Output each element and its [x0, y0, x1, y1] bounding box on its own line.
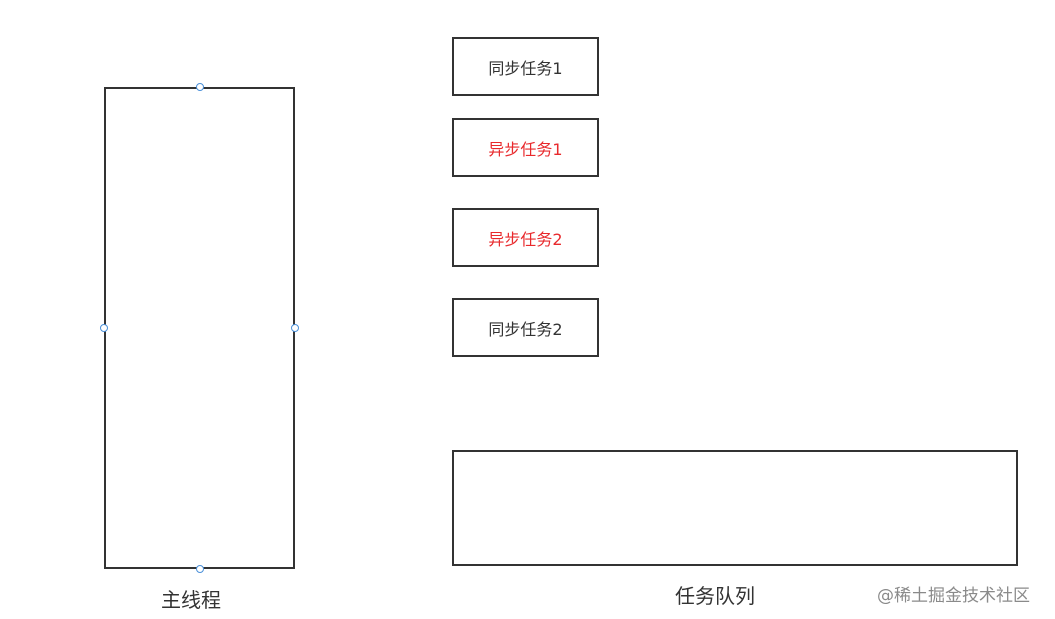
main-thread-label: 主线程: [161, 588, 221, 612]
selection-handle-top[interactable]: [196, 83, 204, 91]
task-box-sync-1[interactable]: 同步任务1: [452, 37, 599, 96]
task-label: 异步任务1: [488, 139, 563, 159]
selection-handle-right[interactable]: [291, 324, 299, 332]
task-label: 同步任务1: [488, 58, 563, 78]
task-box-sync-2[interactable]: 同步任务2: [452, 298, 599, 357]
selection-handle-bottom[interactable]: [196, 565, 204, 573]
selection-handle-left[interactable]: [100, 324, 108, 332]
task-queue-box[interactable]: [452, 450, 1018, 566]
task-box-async-2[interactable]: 异步任务2: [452, 208, 599, 267]
task-box-async-1[interactable]: 异步任务1: [452, 118, 599, 177]
main-thread-box[interactable]: [104, 87, 295, 569]
watermark: @稀土掘金技术社区: [877, 586, 1030, 606]
task-queue-label: 任务队列: [675, 584, 755, 608]
task-label: 同步任务2: [488, 319, 563, 339]
task-label: 异步任务2: [488, 229, 563, 249]
